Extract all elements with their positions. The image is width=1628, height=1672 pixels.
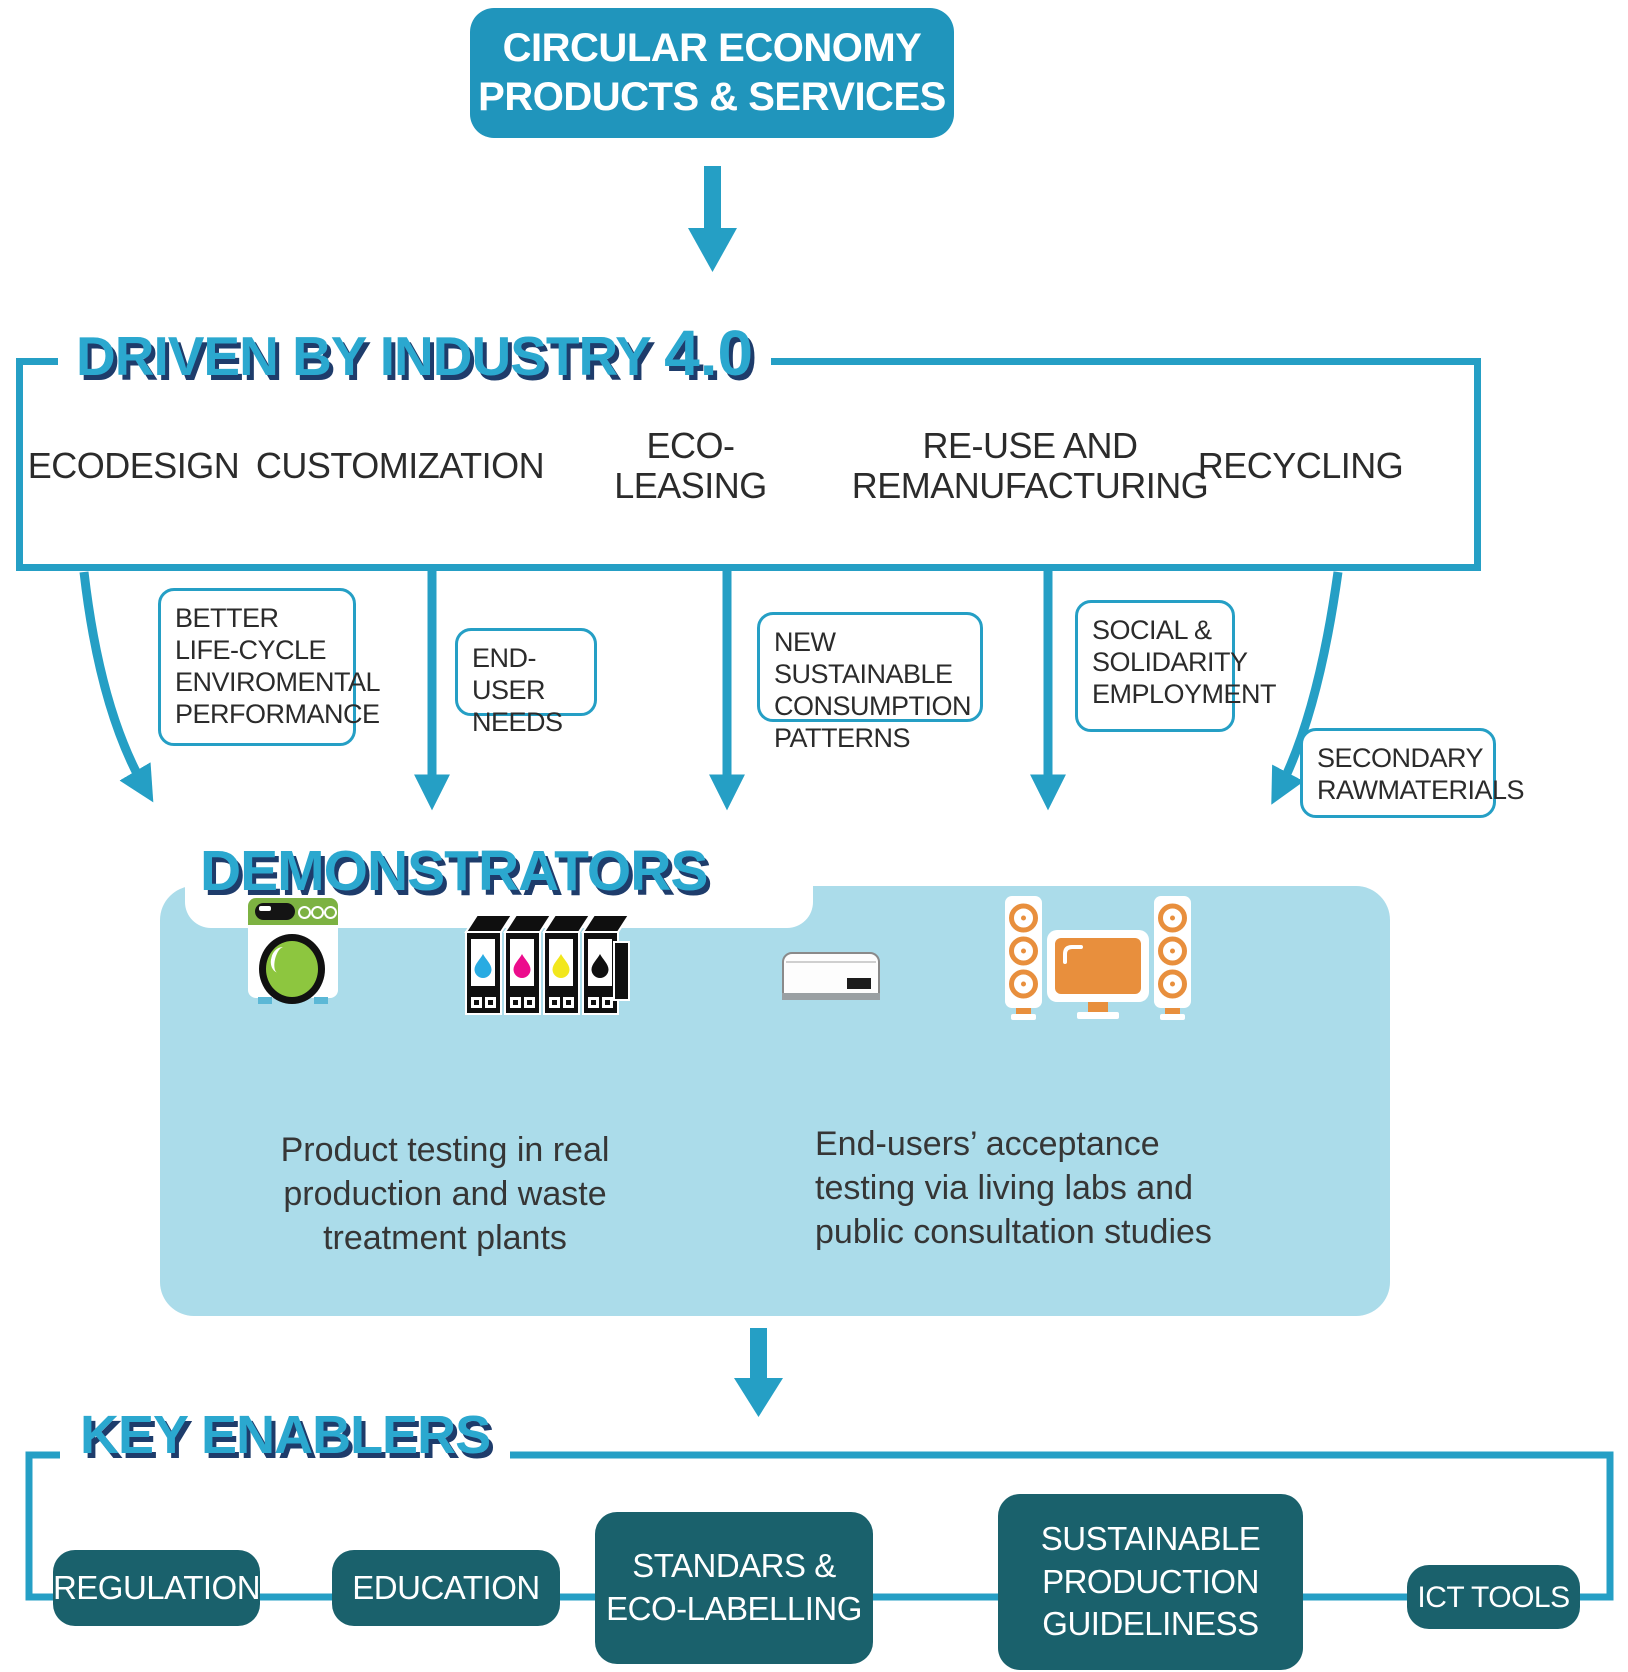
demonstrators-title: DEMONSTRATORS (200, 839, 708, 903)
flow-arrow-bottom (734, 1328, 783, 1417)
enabler-line: EDUCATION (352, 1568, 540, 1606)
enabler-education: EDUCATION (332, 1550, 560, 1626)
outcome-line: SECONDARY (1317, 743, 1484, 773)
ink-cartridges-icon (464, 914, 631, 1015)
caption-line: testing via living labs and (815, 1169, 1194, 1208)
outcome-line: ENVIROMENTAL (175, 666, 381, 697)
outcome-line: RAWMATERIALS (1317, 774, 1525, 805)
washer-dial (324, 906, 337, 919)
circular-economy-line-2: PRODUCTS & SERVICES (478, 75, 946, 119)
outcome-line: BETTER (175, 603, 279, 633)
enabler-line: ICT TOOLS (1417, 1580, 1570, 1614)
ac-vent (847, 978, 871, 989)
outcome-line: PERFORMANCE (175, 698, 380, 729)
speaker-right (1154, 896, 1191, 1020)
flow-arrow-top (688, 166, 737, 272)
outcome-line: LIFE-CYCLE (175, 634, 327, 665)
caption-line: production and waste (283, 1175, 607, 1214)
arrow-ecodesign (79, 571, 154, 803)
outcome-line: NEW SUSTAINABLE (774, 627, 953, 689)
caption-product-testing: Product testing in real production and w… (250, 1128, 640, 1261)
outcome-line: PATTERNS (774, 722, 911, 753)
enabler-line: PRODUCTION (1042, 1562, 1259, 1600)
outcome-line: EMPLOYMENT (1092, 678, 1277, 709)
washer-door-handle (255, 903, 295, 920)
outcome-secondary-raw-materials: SECONDARY RAWMATERIALS (1300, 728, 1525, 818)
industry-4-title-number: 4.0 (664, 317, 754, 389)
ink-drops (474, 954, 609, 978)
speaker-left (1005, 896, 1042, 1020)
industry-4-title: DRIVEN BY INDUSTRY 4.0 (58, 316, 772, 390)
outcome-end-user-needs: END-USER NEEDS (455, 628, 597, 737)
enabler-sustainable-production: SUSTAINABLE PRODUCTION GUIDELINESS (998, 1494, 1303, 1670)
air-conditioner-icon (782, 952, 880, 1000)
industry-item-ecodesign: ECODESIGN (27, 445, 240, 487)
washer-foot (314, 997, 328, 1004)
enabler-line: SUSTAINABLE (1040, 1519, 1261, 1557)
enabler-standards-eco-labelling: STANDARS & ECO-LABELLING (595, 1512, 873, 1664)
washing-machine-icon (248, 898, 338, 1004)
circular-economy-line-1: CIRCULAR ECONOMY (502, 26, 922, 71)
washer-drum (259, 934, 325, 1004)
caption-line: Product testing in real (280, 1131, 610, 1169)
outcome-line: END-USER (472, 643, 546, 705)
caption-line: public consultation studies (815, 1213, 1212, 1252)
industry-item-eco-leasing: ECO-LEASING (614, 425, 767, 506)
washer-dial (298, 906, 311, 919)
enabler-regulation: REGULATION (52, 1550, 261, 1626)
circular-economy-box: CIRCULAR ECONOMY PRODUCTS & SERVICES (470, 8, 954, 138)
outcome-line: NEEDS (472, 706, 563, 737)
industry-4-title-text: DRIVEN BY INDUSTRY (76, 325, 665, 387)
enabler-line: REGULATION (52, 1568, 261, 1606)
enabler-line: GUIDELINESS (1042, 1605, 1259, 1643)
enabler-line: ECO-LABELLING (606, 1590, 862, 1627)
outcome-line: SOCIAL & (1092, 615, 1212, 645)
industry-item-recycling: RECYCLING (1197, 445, 1404, 487)
enabler-ict-tools: ICT TOOLS (1407, 1565, 1580, 1629)
caption-line: End-users’ acceptance (815, 1125, 1160, 1163)
outcome-line: SOLIDARITY (1092, 646, 1248, 677)
tv (1047, 930, 1149, 1019)
arrow-recycling (1271, 571, 1343, 805)
caption-end-user-acceptance: End-users’ acceptance testing via living… (815, 1122, 1265, 1255)
industry-item-customization: CUSTOMIZATION (255, 445, 545, 487)
industry-item-reuse-remanufacturing: RE-USE AND REMANUFACTURING (851, 425, 1209, 506)
outcome-consumption-patterns: NEW SUSTAINABLE CONSUMPTION PATTERNS (757, 612, 983, 753)
home-theater-icon (1005, 896, 1191, 1020)
enabler-line: STANDARS & (632, 1547, 836, 1585)
key-enablers-title: KEY ENABLERS (60, 1404, 511, 1466)
washer-foot (258, 997, 272, 1004)
outcome-line: CONSUMPTION (774, 690, 972, 721)
washer-dial (311, 906, 324, 919)
outcome-lifecycle-performance: BETTER LIFE-CYCLE ENVIROMENTAL PERFORMAN… (158, 588, 381, 746)
caption-line: treatment plants (323, 1219, 567, 1258)
outcome-social-solidarity: SOCIAL & SOLIDARITY EMPLOYMENT (1075, 600, 1277, 732)
